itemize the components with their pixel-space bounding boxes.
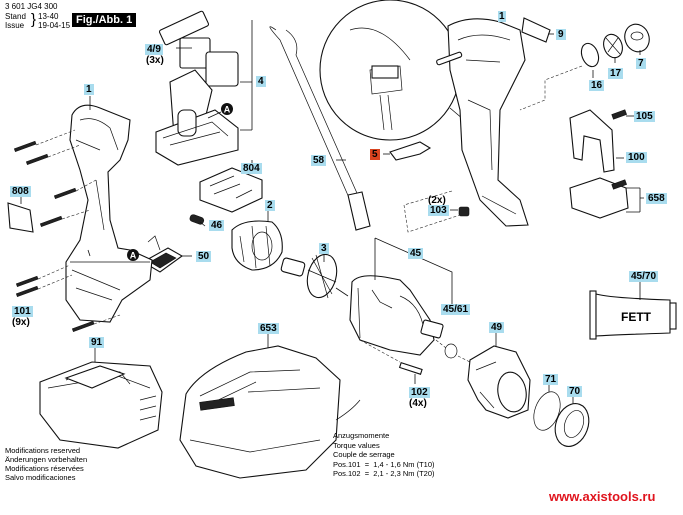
torque-values: Anzugsmomente Torque values Couple de se…: [333, 431, 435, 479]
part-qty-4-9: (3x): [146, 55, 164, 66]
label-plate-drawing: [7, 202, 34, 233]
grease-tube-label: FETT: [621, 310, 651, 324]
retaining-clip-drawing: [435, 339, 471, 363]
part-label-804: 804: [241, 163, 262, 174]
torque-pos-102: Pos.102 = 2,1 - 2,3 Nm (T20): [333, 469, 435, 478]
part-number: 3 601 JG4 300: [5, 2, 58, 11]
stator-drawing: [231, 220, 283, 271]
torque-title-en: Torque values: [333, 440, 380, 450]
switch-module-drawing: [155, 10, 239, 166]
part-label-91: 91: [89, 337, 105, 348]
contact-plate-drawing: [199, 167, 263, 213]
strap-drawing: [269, 26, 371, 231]
part-label-101: 101: [12, 306, 33, 317]
part-label-102: 102: [409, 387, 430, 398]
top-right-small-parts-drawing: [519, 17, 650, 111]
stand-value: 13-40: [38, 12, 59, 21]
grease-tube-drawing: [589, 280, 677, 340]
housing-right-drawing: [436, 18, 529, 227]
direction-switch-drawing: [389, 141, 432, 161]
charger-drawing: [179, 345, 361, 479]
stand-label: Stand: [5, 12, 26, 21]
part-label-1-left: 1: [84, 84, 94, 95]
part-label-71: 71: [543, 374, 559, 385]
modification-note-fr: Modifications réservées: [5, 464, 84, 473]
modification-note-de: Änderungen vorbehalten: [5, 455, 88, 464]
detail-circle-drawing: [319, 0, 471, 141]
svg-text:A: A: [130, 251, 137, 261]
part-label-16: 16: [589, 80, 605, 91]
part-label-5: 5: [370, 149, 380, 160]
issue-label: Issue: [5, 21, 25, 30]
torque-title-de: Anzugsmomente: [333, 431, 390, 440]
part-label-49: 49: [489, 322, 505, 333]
torque-pos-101: Pos.101 = 1,4 - 1,6 Nm (T10): [333, 459, 435, 469]
battery-pack-drawing: [39, 361, 163, 449]
part-label-9: 9: [556, 29, 566, 40]
part-label-2: 2: [265, 200, 275, 211]
part-label-45: 45: [408, 248, 424, 259]
part-qty-102: (4x): [409, 398, 427, 409]
part-qty-103: (2x): [428, 195, 446, 206]
callout-a-marker-upper: A: [207, 103, 233, 119]
part-label-50: 50: [196, 251, 212, 262]
sleeve-cap-drawing: [554, 403, 590, 447]
website-link[interactable]: www.axistools.ru: [549, 489, 656, 504]
modification-note-en: Modifications reserved: [5, 446, 81, 455]
part-label-58: 58: [311, 155, 327, 166]
part-label-4-9: 4/9: [145, 44, 163, 55]
torque-title-fr: Couple de serrage: [333, 450, 395, 459]
part-label-46: 46: [209, 220, 225, 231]
part-label-17: 17: [608, 68, 624, 79]
part-label-1-right: 1: [498, 11, 506, 22]
part-label-808: 808: [10, 186, 31, 197]
part-label-4: 4: [256, 76, 266, 87]
brace-icon: }: [31, 11, 37, 28]
nut-drawing: [403, 190, 470, 233]
part-label-103: 103: [428, 205, 449, 216]
hammer-housing-drawing: [467, 345, 531, 419]
rotor-drawing: [280, 253, 349, 299]
callout-a-marker-lower: A: [127, 249, 139, 261]
screw-102-drawing: [359, 339, 423, 375]
belt-clip-drawing: [569, 109, 629, 219]
part-label-658: 658: [646, 193, 667, 204]
gear-housing-drawing: [349, 237, 453, 356]
part-label-70: 70: [567, 386, 583, 397]
battery-contact-drawing: [141, 235, 184, 273]
modification-note-es: Salvo modificaciones: [5, 473, 76, 482]
housing-left-drawing: [65, 104, 153, 323]
issue-value: 19-04-15: [38, 21, 71, 30]
svg-text:A: A: [224, 105, 231, 115]
part-label-100: 100: [626, 152, 647, 163]
part-label-3: 3: [319, 243, 329, 254]
part-qty-101: (9x): [12, 317, 30, 328]
part-label-653: 653: [258, 323, 279, 334]
part-label-45-61: 45/61: [441, 304, 471, 315]
screws-101-drawing: [13, 129, 121, 333]
part-label-105: 105: [634, 111, 655, 122]
modifications-notes: Modifications reserved Änderungen vorbeh…: [5, 446, 87, 482]
figure-label: Fig./Abb. 1: [72, 13, 137, 27]
part-label-45-70: 45/70: [629, 271, 659, 282]
o-ring-drawing: [533, 391, 561, 431]
part-label-7: 7: [636, 58, 646, 69]
